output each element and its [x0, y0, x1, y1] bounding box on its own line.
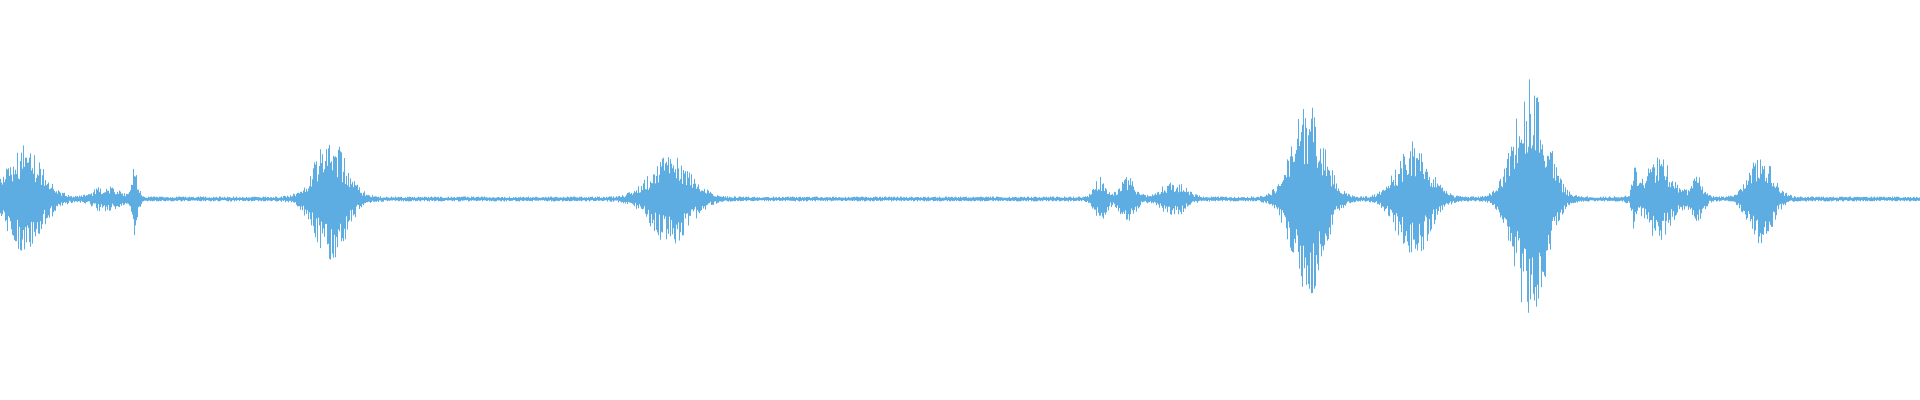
waveform-trace: [0, 79, 1920, 313]
